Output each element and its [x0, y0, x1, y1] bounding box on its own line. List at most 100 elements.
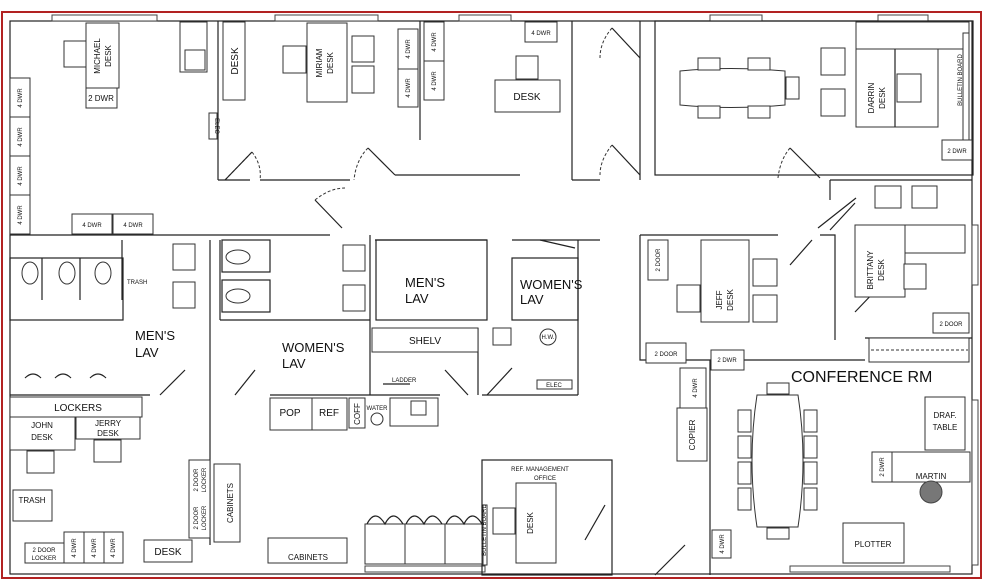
svg-text:2 DWR: 2 DWR [947, 149, 967, 155]
drawer-unit [941, 139, 973, 161]
svg-text:4 DWR: 4 DWR [111, 538, 117, 558]
svg-text:4 DWR: 4 DWR [432, 32, 438, 52]
drafting-table [924, 396, 966, 451]
drawer-unit [711, 529, 732, 559]
svg-text:DESK: DESK [31, 433, 53, 442]
jerry-desk [75, 416, 141, 440]
chair [26, 450, 55, 474]
svg-text:MEN'S: MEN'S [405, 275, 445, 290]
chair [93, 439, 122, 463]
svg-text:ELEC: ELEC [546, 383, 562, 389]
conference-table-darrin [679, 57, 800, 119]
svg-text:MARTIN: MARTIN [916, 472, 947, 481]
elec-panel [536, 379, 573, 390]
svg-text:2 DWR: 2 DWR [88, 94, 114, 103]
womens-lav-2 [511, 257, 579, 321]
svg-text:4 DWR: 4 DWR [18, 166, 24, 186]
svg-text:DESK: DESK [526, 511, 535, 533]
svg-text:MIRIAM: MIRIAM [315, 48, 324, 77]
chair [820, 47, 846, 76]
property-boundary [1, 11, 982, 579]
brittany-desk [854, 224, 906, 298]
svg-text:DESK: DESK [104, 44, 113, 66]
svg-text:LAV: LAV [520, 292, 544, 307]
chair [874, 185, 902, 209]
svg-text:JEFF: JEFF [715, 290, 724, 309]
svg-text:JERRY: JERRY [95, 419, 122, 428]
svg-text:DRAF.: DRAF. [933, 411, 956, 420]
svg-text:2 DOOR: 2 DOOR [939, 322, 963, 328]
svg-text:WOMEN'S: WOMEN'S [520, 277, 583, 292]
svg-text:4 DWR: 4 DWR [406, 78, 412, 98]
svg-text:4 DWR: 4 DWR [92, 538, 98, 558]
svg-text:BULLETIN BOARD: BULLETIN BOARD [958, 53, 964, 105]
svg-text:4 DWR: 4 DWR [18, 88, 24, 108]
drawer-units-miriam: 4 DWR 4 DWR 4 DWR 4 DWR [397, 21, 445, 108]
desk [494, 79, 561, 113]
svg-text:POP: POP [279, 408, 300, 419]
two-door-cabinet [647, 239, 669, 281]
two-door-cabinet [932, 312, 970, 334]
svg-text:LOCKER: LOCKER [202, 467, 208, 492]
svg-text:REF. MANAGEMENT: REF. MANAGEMENT [511, 467, 569, 473]
mens-lav-2 [375, 239, 488, 321]
drawer-unit [710, 349, 745, 371]
svg-text:DARRIN: DARRIN [867, 82, 876, 113]
drawer-units-bottom: 4 DWR 4 DWR 4 DWR [63, 531, 124, 564]
desk [515, 482, 557, 564]
svg-text:4 DWR: 4 DWR [18, 205, 24, 225]
svg-text:LAV: LAV [135, 345, 159, 360]
mop-sink [492, 327, 512, 346]
miriam-desk [306, 22, 348, 103]
chair [919, 480, 943, 504]
svg-text:COFF: COFF [353, 403, 362, 425]
svg-text:2 DWR: 2 DWR [717, 358, 737, 364]
credenza [855, 21, 970, 50]
sink [184, 49, 206, 71]
svg-text:TRASH: TRASH [18, 496, 45, 505]
svg-text:TABLE: TABLE [933, 423, 958, 432]
svg-text:LAV: LAV [282, 356, 306, 371]
water-cooler [370, 412, 384, 426]
svg-text:2 DOOR: 2 DOOR [194, 506, 200, 530]
trash-bin [12, 489, 53, 522]
elec-panel [208, 112, 218, 140]
svg-text:JOHN: JOHN [31, 421, 53, 430]
drawer-unit [679, 367, 707, 409]
chair [911, 185, 938, 209]
svg-text:WOMEN'S: WOMEN'S [282, 340, 345, 355]
chair [492, 507, 516, 535]
drawer-unit [524, 21, 558, 43]
svg-text:4 DWR: 4 DWR [531, 31, 551, 37]
chair [63, 40, 87, 68]
svg-text:2 DOOR: 2 DOOR [654, 352, 678, 358]
chair [752, 294, 778, 323]
svg-text:ELEC: ELEC [213, 118, 219, 134]
svg-text:LAV: LAV [405, 291, 429, 306]
svg-text:DESK: DESK [230, 47, 241, 75]
svg-text:WATER: WATER [367, 406, 389, 412]
chair [903, 263, 927, 290]
svg-text:4 DWR: 4 DWR [123, 223, 143, 229]
svg-text:4 DWR: 4 DWR [18, 127, 24, 147]
workstations [364, 515, 483, 565]
svg-text:DESK: DESK [154, 547, 182, 558]
refrigerator [311, 397, 348, 431]
plotter [842, 522, 905, 564]
sink [410, 400, 427, 416]
windows [51, 14, 979, 573]
svg-text:SHELV: SHELV [409, 336, 441, 347]
svg-text:CABINETS: CABINETS [226, 483, 235, 523]
drawer-units-left: 4 DWR 4 DWR 4 DWR 4 DWR 4 DWR 4 DWR [9, 77, 154, 235]
doors [159, 27, 879, 576]
svg-text:LOCKERS: LOCKERS [54, 403, 102, 414]
svg-text:TRASH: TRASH [127, 280, 147, 286]
svg-text:CONFERENCE RM: CONFERENCE RM [791, 369, 932, 386]
chair [515, 55, 539, 80]
svg-text:4 DWR: 4 DWR [432, 71, 438, 91]
chair [282, 45, 307, 74]
svg-text:MICHAEL: MICHAEL [93, 38, 102, 74]
sink [172, 243, 196, 271]
svg-text:PLOTTER: PLOTTER [855, 540, 892, 549]
jeff-desk [700, 239, 750, 323]
